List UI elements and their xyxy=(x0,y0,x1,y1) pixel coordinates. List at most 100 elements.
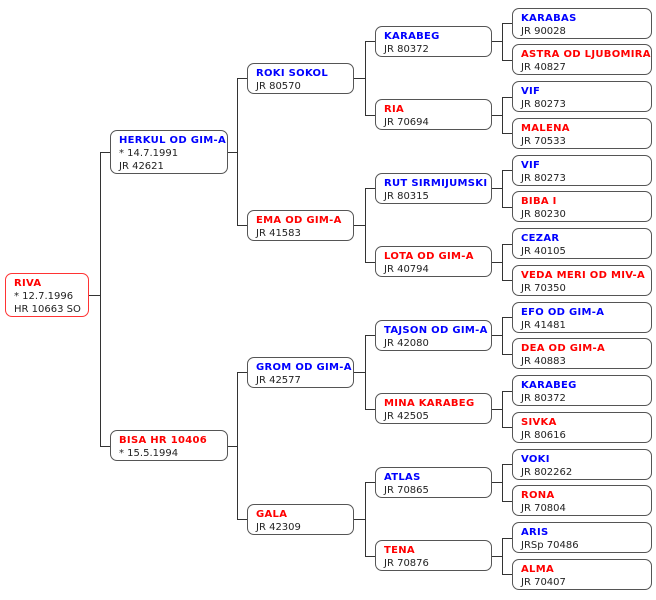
animal-name[interactable]: GALA xyxy=(256,508,288,520)
connector-line xyxy=(365,188,375,190)
connector-line xyxy=(502,170,503,207)
connector-line xyxy=(365,555,375,557)
animal-name[interactable]: VIF xyxy=(521,159,541,171)
registration-number: JR 80372 xyxy=(521,393,566,404)
connector-line xyxy=(354,78,365,80)
registration-number: JR 70533 xyxy=(521,135,566,147)
connector-line xyxy=(492,188,502,190)
connector-line xyxy=(237,372,238,520)
animal-name[interactable]: KARABEG xyxy=(384,30,440,42)
animal-name[interactable]: ASTRA OD LJUBOMIRA xyxy=(521,49,651,61)
connector-line xyxy=(502,464,503,501)
animal-name[interactable]: ALMA xyxy=(521,563,555,575)
registration-number: JR 802262 xyxy=(521,466,573,478)
connector-line xyxy=(502,427,512,429)
animal-name[interactable]: EMA OD GIM-A xyxy=(256,214,342,226)
animal-name[interactable]: RIA xyxy=(384,104,405,116)
animal-name[interactable]: TENA xyxy=(384,545,415,557)
animal-name[interactable]: DEA OD GIM-A xyxy=(521,343,606,355)
animal-name[interactable]: RIVA xyxy=(14,277,42,289)
connector-line xyxy=(502,243,503,281)
animal-name[interactable]: KARABAS xyxy=(521,12,577,24)
animal-name[interactable]: ARIS xyxy=(521,527,549,538)
connector-line xyxy=(354,519,365,521)
registration-number: JR 42309 xyxy=(256,521,301,533)
connector-line xyxy=(502,133,512,135)
animal-name[interactable]: BISA HR 10406 xyxy=(119,435,208,447)
connector-line xyxy=(365,482,375,484)
animal-name[interactable]: ATLAS xyxy=(384,471,421,483)
animal-name[interactable]: LOTA OD GIM-A xyxy=(384,251,474,263)
animal-name[interactable]: VOKI xyxy=(521,453,550,465)
connector-line xyxy=(237,78,247,80)
connector-line xyxy=(492,114,502,116)
animal-box-dam[interactable]: BISA HR 10406* 15.5.1994 xyxy=(110,430,228,462)
registration-number: JR 42080 xyxy=(384,337,429,349)
connector-line xyxy=(492,555,502,557)
animal-name[interactable]: HERKUL OD GIM-A xyxy=(119,134,226,146)
connector-line xyxy=(502,206,512,208)
connector-line xyxy=(492,41,502,43)
connector-line xyxy=(502,280,512,282)
connector-line xyxy=(228,151,237,153)
connector-line xyxy=(502,390,503,428)
animal-name[interactable]: GROM OD GIM-A xyxy=(256,361,352,373)
animal-name[interactable]: SIVKA xyxy=(521,416,557,428)
animal-name[interactable]: BIBA I xyxy=(521,196,557,208)
animal-name[interactable]: MINA KARABEG xyxy=(384,398,475,410)
connector-line xyxy=(502,537,512,539)
animal-name[interactable]: RONA xyxy=(521,490,555,502)
connector-line xyxy=(100,445,110,447)
animal-box-sire[interactable]: KARABEG JR 80372 xyxy=(512,375,652,406)
animal-name[interactable]: KARABEG xyxy=(521,380,577,391)
registration-number: JR 42621 xyxy=(119,160,164,172)
animal-name[interactable]: ROKI SOKOL xyxy=(256,67,329,79)
connector-line xyxy=(502,500,512,502)
connector-line xyxy=(100,151,110,153)
animal-name[interactable]: EFO OD GIM-A xyxy=(521,306,605,318)
animal-name[interactable]: MALENA xyxy=(521,122,570,134)
connector-line xyxy=(502,353,512,355)
animal-name[interactable]: VEDA MERI OD MIV-A xyxy=(521,269,646,281)
animal-name[interactable]: RUT SIRMIJUMSKI xyxy=(384,177,488,189)
animal-name[interactable]: VIF xyxy=(521,86,541,97)
connector-line xyxy=(502,23,503,60)
registration-number: JR 80570 xyxy=(256,80,301,92)
connector-line xyxy=(502,317,503,354)
connector-line xyxy=(237,78,238,226)
animal-name[interactable]: CEZAR xyxy=(521,233,560,244)
connector-line xyxy=(365,335,366,409)
animal-name[interactable]: TAJSON OD GIM-A xyxy=(384,324,488,336)
connector-line xyxy=(100,151,101,446)
registration-number: JR 40883 xyxy=(521,356,566,368)
